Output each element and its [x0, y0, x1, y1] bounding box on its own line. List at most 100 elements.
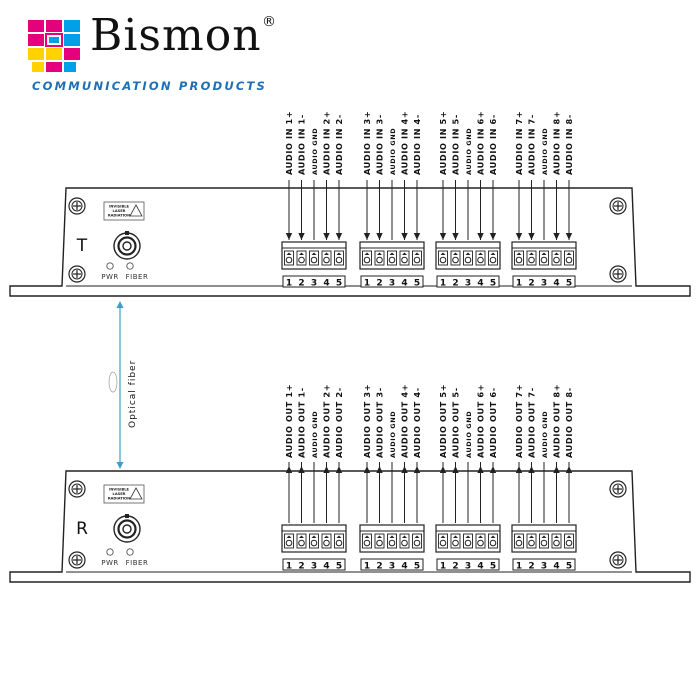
pin-number: 1 [364, 562, 370, 572]
terminal-screw-icon [285, 539, 293, 547]
terminal-cell [539, 250, 549, 266]
pin-number: 1 [516, 279, 522, 289]
terminal-arrow-icon [554, 252, 559, 255]
terminal-cell [488, 533, 498, 549]
signal-label: AUDIO OUT 7+ [514, 384, 524, 458]
terminal-arrow-icon [311, 252, 317, 255]
pin-number: 2 [452, 562, 458, 572]
signal-label: AUDIO OUT 6- [488, 387, 498, 458]
terminal-screw-icon [323, 539, 330, 547]
pin-number: 3 [389, 562, 395, 572]
screw-ring [68, 551, 86, 569]
pin-number: 3 [465, 562, 471, 572]
screw-head [71, 483, 83, 495]
terminal-arrow-icon [389, 252, 395, 255]
signal-label: AUDIO OUT 3- [375, 387, 385, 458]
signal-line: AUDIO OUT 5- [451, 387, 461, 523]
down-arrow-icon [489, 233, 497, 240]
terminal-screw-icon [388, 256, 396, 264]
terminal-cell [450, 250, 461, 266]
terminal-arrow-icon [336, 252, 342, 255]
terminal-screw-icon [477, 256, 484, 264]
terminal-arrow-icon [299, 252, 304, 255]
fiber-coil-icon [108, 371, 118, 393]
terminal-cell [551, 533, 562, 549]
signal-label: AUDIO IN 8+ [552, 111, 562, 175]
pin-number: 2 [298, 562, 304, 572]
terminal-screw-icon [401, 256, 408, 264]
signal-line: AUDIO OUT 4+ [400, 384, 410, 523]
terminal-block-body [435, 524, 501, 553]
laser-warning-icon [129, 204, 143, 217]
signal-line: AUDIO OUT 2+ [322, 384, 332, 523]
terminal-screw-icon [285, 256, 293, 264]
signal-line: AUDIO IN 5+ [438, 111, 448, 240]
unit-chassis [9, 470, 691, 583]
pwr-led-icon [106, 548, 114, 556]
screw-ring [68, 265, 86, 283]
terminal-screw-icon [310, 256, 318, 264]
signal-line: AUDIO OUT 2- [334, 387, 344, 523]
signal-line: AUDIO OUT 5+ [438, 384, 448, 523]
terminal-arrow-icon [377, 252, 382, 255]
down-arrow-icon [363, 233, 371, 240]
terminal-screw-icon [439, 539, 447, 547]
terminal-screw-icon [464, 539, 472, 547]
signal-label: AUDIO IN 5- [451, 114, 461, 175]
up-arrow-icon [298, 466, 305, 473]
signal-line: AUDIO GND [541, 128, 549, 240]
signal-label: AUDIO OUT 4+ [400, 384, 410, 458]
signal-line: AUDIO GND [465, 411, 473, 523]
fiber-led-icon [126, 548, 134, 556]
pin-number-strip [282, 558, 346, 571]
terminal-arrow-icon [440, 252, 446, 255]
terminal-screw-icon [565, 256, 573, 264]
terminal-screw-icon [376, 539, 383, 547]
terminal-cell [399, 250, 410, 266]
unit-letter: R [76, 519, 88, 539]
terminal-screw-icon [298, 539, 305, 547]
signal-line: AUDIO GND [389, 128, 397, 240]
pin-number: 5 [490, 562, 496, 572]
screw-icon [609, 197, 627, 215]
pin-number: 4 [553, 562, 559, 572]
terminal-cell [463, 250, 473, 266]
signal-label: AUDIO IN 6- [488, 114, 498, 175]
unit-chassis [9, 187, 691, 297]
terminal-arrow-icon [324, 252, 329, 255]
screw-icon [68, 480, 86, 498]
laser-warning-text: RADIATION [108, 214, 130, 218]
signal-line: AUDIO OUT 3- [375, 387, 385, 523]
signal-line: AUDIO IN 4+ [400, 111, 410, 240]
terminal-cell [463, 533, 473, 549]
terminal-screw-icon [376, 256, 383, 264]
signal-line: AUDIO OUT 6+ [476, 384, 486, 523]
pin-number: 2 [298, 279, 304, 289]
terminal-screw-icon [439, 256, 447, 264]
pwr-led-label: PWR [101, 273, 119, 281]
signal-label: AUDIO OUT 8+ [552, 384, 562, 458]
signal-label: AUDIO IN 3- [375, 114, 385, 175]
terminal-arrow-icon [299, 535, 304, 538]
terminal-cell [309, 250, 319, 266]
pin-number-strip [512, 558, 576, 571]
signal-line: AUDIO OUT 3+ [362, 384, 372, 523]
terminal-cell [321, 250, 332, 266]
terminal-arrow-icon [529, 535, 534, 538]
terminal-screw-icon [553, 256, 560, 264]
up-arrow-icon [401, 466, 408, 473]
up-arrow-icon [489, 466, 497, 473]
signal-line: AUDIO IN 6- [488, 114, 498, 240]
pin-number: 4 [401, 562, 407, 572]
brand-subtitle: COMMUNICATION PRODUCTS [32, 79, 268, 93]
pin-number: 3 [389, 279, 395, 289]
laser-warning-text: RADIATION [108, 497, 130, 501]
signal-line: AUDIO IN 1- [297, 114, 307, 240]
signal-line: AUDIO OUT 8- [564, 387, 574, 523]
up-arrow-icon [528, 466, 535, 473]
pin-number: 2 [452, 279, 458, 289]
